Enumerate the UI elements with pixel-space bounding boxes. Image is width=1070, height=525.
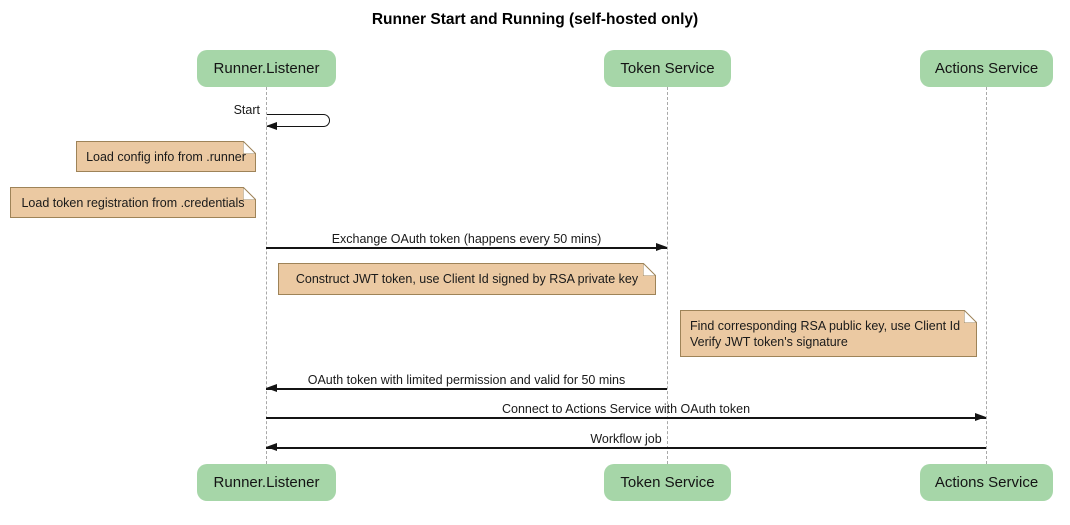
message-label: OAuth token with limited permission and … bbox=[307, 373, 626, 387]
note-fold-icon bbox=[243, 141, 256, 154]
message-line bbox=[266, 417, 986, 419]
message-label: Workflow job bbox=[590, 432, 662, 446]
note-load-config: Load config info from .runner bbox=[76, 141, 256, 172]
participant-label: Runner.Listener bbox=[213, 474, 320, 491]
note-text: Construct JWT token, use Client Id signe… bbox=[295, 272, 639, 286]
participant-label: Actions Service bbox=[934, 60, 1039, 77]
note-fold-icon bbox=[643, 263, 656, 276]
lifeline-actions-service bbox=[986, 87, 987, 464]
arrowhead-left-icon bbox=[266, 443, 277, 451]
arrowhead-left-icon bbox=[266, 384, 277, 392]
note-verify-jwt: Find corresponding RSA public key, use C… bbox=[680, 310, 977, 357]
lifeline-runner-listener bbox=[266, 87, 267, 464]
note-fold-icon bbox=[964, 310, 977, 323]
participant-label: Token Service bbox=[620, 60, 715, 77]
participant-token-service-bottom: Token Service bbox=[604, 464, 731, 501]
note-text: Load token registration from .credential… bbox=[21, 195, 245, 210]
message-label: Connect to Actions Service with OAuth to… bbox=[501, 402, 751, 416]
arrowhead-right-icon bbox=[975, 413, 986, 421]
arrowhead-left-icon bbox=[266, 122, 277, 130]
message-label-start: Start bbox=[233, 103, 260, 117]
message-line bbox=[266, 247, 667, 249]
participant-label: Actions Service bbox=[934, 474, 1039, 491]
note-fold-icon bbox=[243, 187, 256, 200]
arrowhead-right-icon bbox=[656, 243, 667, 251]
participant-runner-listener-bottom: Runner.Listener bbox=[197, 464, 336, 501]
note-load-token-registration: Load token registration from .credential… bbox=[10, 187, 256, 218]
message-label: Exchange OAuth token (happens every 50 m… bbox=[331, 232, 602, 246]
message-line bbox=[266, 447, 986, 449]
message-line bbox=[266, 388, 667, 390]
lifeline-token-service bbox=[667, 87, 668, 464]
participant-token-service-top: Token Service bbox=[604, 50, 731, 87]
note-construct-jwt: Construct JWT token, use Client Id signe… bbox=[278, 263, 656, 295]
note-text: Find corresponding RSA public key, use C… bbox=[690, 319, 961, 333]
self-loop-line bbox=[267, 114, 330, 127]
participant-actions-service-bottom: Actions Service bbox=[920, 464, 1053, 501]
diagram-title: Runner Start and Running (self-hosted on… bbox=[371, 11, 699, 28]
participant-runner-listener-top: Runner.Listener bbox=[197, 50, 336, 87]
participant-label: Token Service bbox=[620, 474, 715, 491]
participant-actions-service-top: Actions Service bbox=[920, 50, 1053, 87]
note-text: Verify JWT token's signature bbox=[690, 335, 848, 349]
note-text: Load config info from .runner bbox=[86, 149, 246, 164]
participant-label: Runner.Listener bbox=[213, 60, 320, 77]
